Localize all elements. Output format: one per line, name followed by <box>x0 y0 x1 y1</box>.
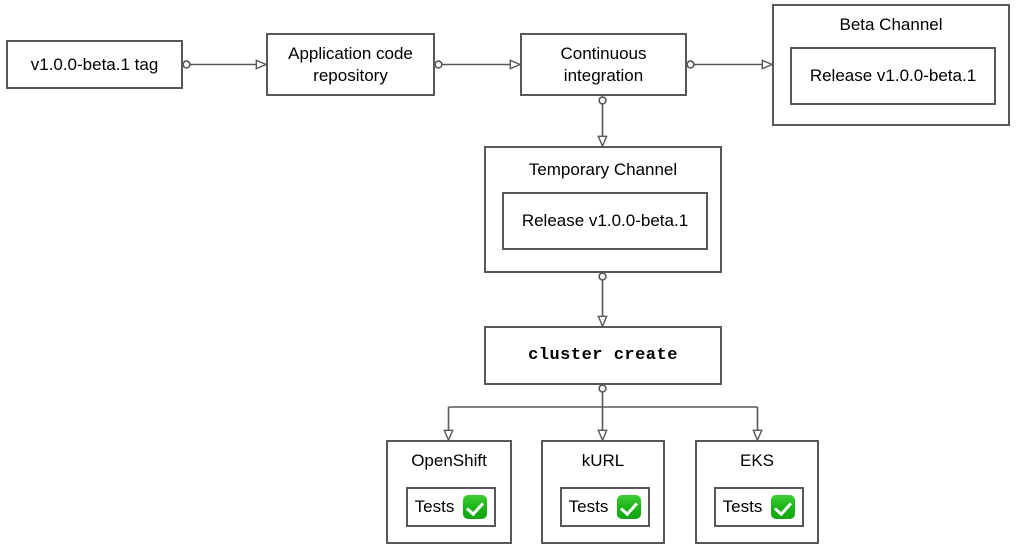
group-target-eks[interactable]: EKS Tests <box>695 440 819 544</box>
beta-channel-release-label: Release v1.0.0-beta.1 <box>809 66 977 85</box>
node-tag[interactable]: v1.0.0-beta.1 tag <box>6 40 183 89</box>
green-check-icon <box>463 495 488 519</box>
node-application-code-repository-label: Application code repository <box>288 44 413 85</box>
edge-cluster-create-to-targets <box>449 384 758 440</box>
group-target-eks-title: EKS <box>739 451 775 470</box>
temporary-channel-release-box[interactable]: Release v1.0.0-beta.1 <box>502 192 708 250</box>
eks-tests-box[interactable]: Tests <box>714 487 804 527</box>
kurl-tests-label: Tests <box>568 497 609 516</box>
node-cluster-create[interactable]: cluster create <box>484 326 722 385</box>
group-target-kurl-title: kURL <box>581 451 625 470</box>
group-temporary-channel-title: Temporary Channel <box>528 160 678 179</box>
eks-tests-label: Tests <box>722 497 763 516</box>
openshift-tests-box[interactable]: Tests <box>406 487 496 527</box>
edge-repo-to-ci <box>434 61 520 68</box>
green-check-icon <box>617 495 642 519</box>
group-target-openshift-title: OpenShift <box>411 451 487 470</box>
group-beta-channel-title: Beta Channel <box>839 15 943 34</box>
node-tag-label: v1.0.0-beta.1 tag <box>30 54 159 74</box>
node-continuous-integration[interactable]: Continuous integration <box>520 33 687 96</box>
edge-temporary-channel-to-cluster-create <box>599 272 606 326</box>
beta-channel-release-box[interactable]: Release v1.0.0-beta.1 <box>790 47 996 105</box>
group-temporary-channel[interactable]: Temporary Channel Release v1.0.0-beta.1 <box>484 146 722 273</box>
green-check-icon <box>771 495 796 519</box>
node-cluster-create-label: cluster create <box>528 345 678 365</box>
node-continuous-integration-label: Continuous integration <box>560 44 647 85</box>
kurl-tests-box[interactable]: Tests <box>560 487 650 527</box>
node-application-code-repository[interactable]: Application code repository <box>266 33 435 96</box>
group-beta-channel[interactable]: Beta Channel Release v1.0.0-beta.1 <box>772 4 1010 126</box>
group-target-kurl[interactable]: kURL Tests <box>541 440 665 544</box>
edge-tag-to-repo <box>182 61 266 68</box>
openshift-tests-label: Tests <box>414 497 455 516</box>
edge-ci-to-temporary-channel <box>599 96 606 146</box>
group-target-openshift[interactable]: OpenShift Tests <box>386 440 512 544</box>
temporary-channel-release-label: Release v1.0.0-beta.1 <box>521 211 689 230</box>
edge-ci-to-beta-channel <box>686 61 772 68</box>
